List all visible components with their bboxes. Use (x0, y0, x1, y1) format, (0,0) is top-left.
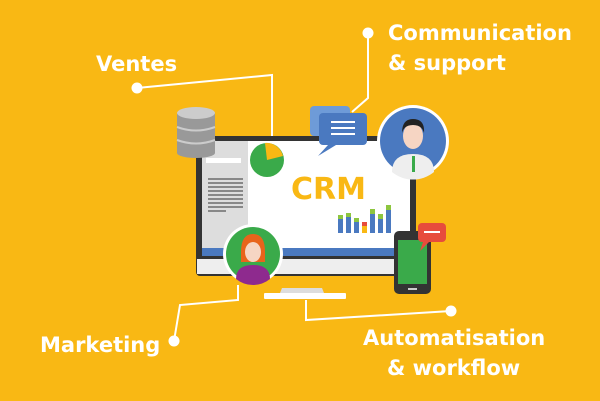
label-communication-line1: Communication (388, 21, 572, 45)
woman-avatar-icon (223, 224, 283, 286)
label-marketing: Marketing (40, 333, 160, 357)
connector-lines (136, 33, 452, 342)
automation-connector (305, 300, 452, 322)
chat-bubble-icon (310, 106, 367, 156)
bar-chart-icon (338, 205, 391, 233)
label-sales: Ventes (96, 52, 177, 76)
database-icon (176, 107, 216, 158)
message-bubble-icon (418, 223, 446, 251)
communication-connector (351, 33, 369, 113)
marketing-connector (173, 285, 239, 342)
sales-connector (136, 73, 273, 136)
pie-chart-icon (250, 142, 284, 177)
text-lines (208, 178, 243, 212)
connector-dots (131, 27, 457, 347)
label-communication-line2: & support (388, 51, 506, 75)
screen-title: CRM (291, 172, 366, 207)
label-automation-line2: & workflow (387, 356, 520, 380)
man-avatar-icon (377, 105, 449, 180)
label-automation-line1: Automatisation (363, 326, 545, 350)
